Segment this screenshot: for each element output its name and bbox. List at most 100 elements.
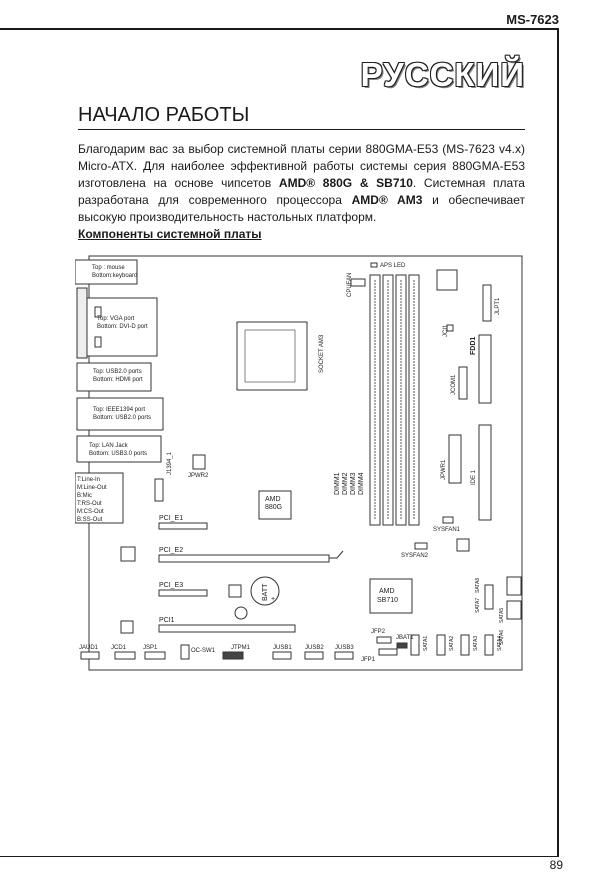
ieee-label: Top: IEEE1394 port xyxy=(93,407,145,413)
jtpm1-header xyxy=(222,651,244,660)
jpwr2-label: JPWR2 xyxy=(188,473,209,479)
fdd1-connector xyxy=(478,334,492,404)
audio-label-2: M:Line-Out xyxy=(77,485,107,491)
vga-dvi-port xyxy=(86,297,158,357)
ieee-usb-label: Bottom: USB2.0 ports xyxy=(93,415,151,421)
sysfan-chip xyxy=(456,538,470,552)
jaud1-header xyxy=(80,651,100,660)
sysfan2-label: SYSFAN2 xyxy=(401,553,429,559)
sata1-label: SATA1 xyxy=(423,636,429,651)
ps2-bottom-label: Bottom:keyboard xyxy=(92,273,137,279)
jbat1-label: JBAT1 xyxy=(396,635,414,641)
aps-led xyxy=(370,262,378,268)
sata3-label: SATA3 xyxy=(473,636,479,651)
jusb3-label: JUSB3 xyxy=(335,645,354,651)
sata4-label: SATA4 xyxy=(497,636,503,651)
sata2-port xyxy=(436,634,446,656)
pci-e1-slot xyxy=(158,522,208,530)
jaud1-label: JAUD1 xyxy=(79,645,99,651)
ps2-top-label: Top : mouse xyxy=(92,265,125,271)
section-heading: НАЧАЛО РАБОТЫ xyxy=(78,104,250,126)
page-side-rule xyxy=(557,28,559,856)
pci1-slot xyxy=(158,624,296,633)
cpu-socket xyxy=(236,321,308,391)
components-subheading: Компоненты системной платы xyxy=(78,227,262,241)
vga-label: Top: VGA port xyxy=(97,316,135,322)
jsp1-header xyxy=(144,651,166,660)
cpu-name: AMD® AM3 xyxy=(351,193,423,207)
sysfan1-header xyxy=(442,516,454,524)
motherboard-layout: Top : mouse Bottom:keyboard Top: VGA por… xyxy=(75,255,527,675)
chip-io xyxy=(436,269,458,291)
jusb2-label: JUSB2 xyxy=(305,645,324,651)
jusb3-header xyxy=(334,651,354,660)
jcom1-label: JCOM1 xyxy=(451,374,457,395)
usb-label: Top: USB2.0 ports xyxy=(93,369,142,375)
aps-led-label: APS LED xyxy=(380,263,406,269)
chipset-name: AMD® 880G & SB710 xyxy=(278,176,413,190)
sata6-label: SATA6 xyxy=(499,630,505,645)
cpufan-header xyxy=(350,278,366,287)
lan-usb3-port xyxy=(76,435,162,463)
ieee-usb-port xyxy=(76,397,164,431)
usb3-label: Bottom: USB3.0 ports xyxy=(89,451,147,457)
j1394-header xyxy=(154,478,164,502)
sata8-label: SATA8 xyxy=(475,578,481,593)
jlpt1-header xyxy=(482,284,492,322)
sata7-port xyxy=(506,576,522,596)
jpwr1-label: JPWR1 xyxy=(441,459,447,480)
pci-e3-slot xyxy=(158,589,208,597)
pci-e2-slot xyxy=(158,554,330,563)
jusb2-header xyxy=(304,651,324,660)
jcd1-label: JCD1 xyxy=(111,645,127,651)
sysfan1-label: SYSFAN1 xyxy=(433,527,461,533)
jfp1-header xyxy=(378,648,398,656)
battery-plus: + xyxy=(271,596,275,603)
nb-label-1: AMD xyxy=(265,496,281,503)
j1394-label: J1394_1 xyxy=(167,451,173,475)
sata8-port xyxy=(506,600,522,620)
northbridge-880g xyxy=(258,490,292,520)
sata3-port xyxy=(460,634,470,656)
dimm3-label: DIMM3 xyxy=(350,472,357,495)
sata2-label: SATA2 xyxy=(449,636,455,651)
sata7-label: SATA7 xyxy=(475,598,481,613)
jfp2-label: JFP2 xyxy=(371,629,386,635)
cpufan-label: CPUFAN xyxy=(347,273,353,297)
model-number: MS-7623 xyxy=(506,12,559,27)
sata1-port xyxy=(410,634,420,656)
audio-label-1: T:Line-In xyxy=(77,477,100,483)
header-rule xyxy=(0,28,559,30)
jusb1-label: JUSB1 xyxy=(273,645,292,651)
jcom1-header xyxy=(458,366,468,400)
pci1-label: PCI1 xyxy=(159,617,175,624)
page-number: 89 xyxy=(549,858,563,872)
section-rule xyxy=(78,129,525,130)
pci-e3-label: PCI_E3 xyxy=(159,582,183,589)
jsp1-label: JSP1 xyxy=(143,645,158,651)
sysfan2-header xyxy=(414,542,428,550)
sb-label-1: AMD xyxy=(379,588,395,595)
sata4-port xyxy=(484,634,494,656)
socket-label: SOCKET AM3 xyxy=(319,334,325,373)
chip-left xyxy=(120,546,136,562)
ocsw1-label: OC-SW1 xyxy=(191,648,216,654)
nb-label-2: 880G xyxy=(265,504,282,511)
jfp2-header xyxy=(376,636,392,644)
footer-rule xyxy=(0,856,559,857)
jci1-header xyxy=(446,324,454,332)
sb-label-2: SB710 xyxy=(377,597,398,604)
jlpt1-label: JLPT1 xyxy=(495,297,501,315)
fdd1-label: FDD1 xyxy=(470,337,477,355)
ps2-port xyxy=(75,259,138,285)
io-edge-1 xyxy=(76,287,88,359)
jtpm1-label: JTPM1 xyxy=(231,645,251,651)
audio-label-3: B:Mic xyxy=(77,493,92,499)
dimm2-label: DIMM2 xyxy=(342,472,349,495)
pci-e1-label: PCI_E1 xyxy=(159,515,183,522)
jcd1-header xyxy=(114,651,136,660)
intro-paragraph: Благодарим вас за выбор системной платы … xyxy=(78,142,526,224)
jfp1-label: JFP1 xyxy=(361,657,376,663)
ide1-connector xyxy=(478,424,492,521)
lan-label: Top: LAN Jack xyxy=(89,443,129,449)
